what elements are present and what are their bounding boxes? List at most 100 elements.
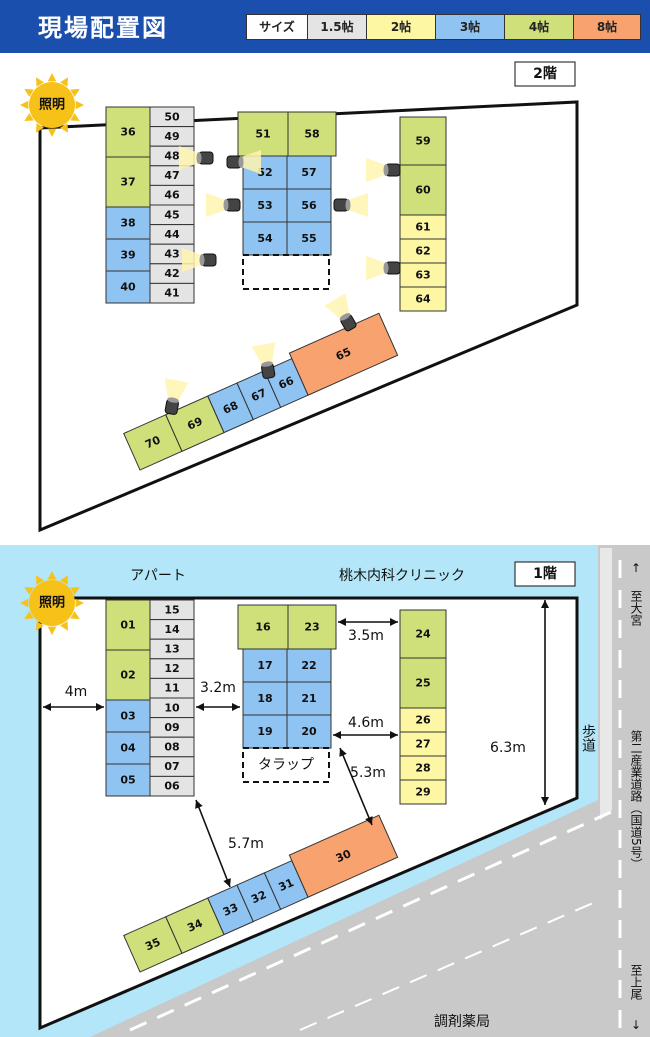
floor1-unit-29-label: 29 [415,786,430,799]
legend-item-2: 2帖 [367,15,436,39]
floor2-unit-50-label: 50 [164,110,180,123]
floor1-label-box [514,561,576,587]
floor2-sun-ray [60,77,68,87]
floor2-unit-40: 40 [105,270,151,304]
floor1-unit-03-box [105,699,151,733]
floor2-unit-57: 57 [286,155,332,190]
floor1-unit-32-label: 32 [249,888,268,906]
floor2-lamp-7-beam [366,256,386,280]
floor1-unit-14: 14 [149,619,195,640]
dist-32m-arrow-head-1 [196,703,204,711]
floor2-lamp-5 [182,248,217,272]
floor1-sun: 照明 [20,571,84,635]
floor2-unit-43-label: 43 [164,248,179,261]
floor1-unit-35-label: 35 [143,935,162,953]
floor2-unit-64: 64 [399,286,447,312]
floor1-unit-02: 02 [105,649,151,701]
floor1-sun-label: 照明 [39,596,65,611]
floor1-unit-05: 05 [105,763,151,797]
floor2-label: 2階 [533,65,557,82]
legend-item-size: サイズ [247,15,308,39]
floor1-unit-05-label: 05 [120,774,135,787]
floor1-unit-17: 17 [242,648,288,683]
floor2-unit-65-label: 65 [334,345,353,363]
floor2-unit-53: 53 [242,188,288,223]
floor2-unit-47: 47 [149,165,195,186]
floor2-sun-ray [47,73,57,82]
floor2-unit-39-label: 39 [120,249,135,262]
floor1-unit-03-label: 03 [120,710,135,723]
floor2-lamp-1-lens [196,152,202,164]
floor2-unit-60: 60 [399,164,447,216]
floor1-unit-07-label: 07 [164,760,179,773]
floor2-sun-ray [60,123,68,133]
floor2-lamp-6-beam [366,158,386,182]
page-title: 現場配置図 [38,14,168,42]
dist-57m-arrow-head-0 [223,878,231,887]
floor2-lamp-6 [366,158,401,182]
floor2-unit-37: 37 [105,156,151,208]
floor2-unit-48-label: 48 [164,150,179,163]
legend-item-3: 3帖 [436,15,505,39]
floor1-unit-27-label: 27 [415,738,430,751]
floor2-sun: 照明 [20,73,84,137]
direction-bottom-label: 至上尾 [629,964,643,1000]
floor2-unit-68-label: 68 [221,399,240,417]
floor1-unit-31-label: 31 [277,876,296,894]
floor1-unit-21-label: 21 [301,692,316,705]
floor1-unit-29-box [399,779,447,805]
floor1-unit-06-label: 06 [164,780,180,793]
floor2-lamp-8 [324,293,357,332]
floor1-sun-ray [24,587,34,595]
floor2-unit-67-label: 67 [249,386,268,404]
floor2-lamp-8-lens [339,313,351,321]
floor2-unit-63: 63 [399,262,447,288]
floor2-sun-ray [70,89,80,97]
floor1-unit-15: 15 [149,599,195,621]
floor1-unit-26: 26 [399,707,447,733]
floor1-unit-17-label: 17 [257,659,272,672]
dist-32m-arrow [196,703,240,711]
floor2-sun-ray [24,89,34,97]
floor2-unit-37-label: 37 [120,176,135,189]
floor2-lamp-2 [226,150,261,174]
dist-35m-arrow-head-1 [338,618,346,626]
floor2-sun-label: 照明 [39,98,65,113]
floor2-unit-40-label: 40 [120,281,136,294]
floor2-unit-63-box [399,262,447,288]
floor1-unit-26-box [399,707,447,733]
floor2-unit-53-label: 53 [257,199,272,212]
floor2-unit-56-label: 56 [301,199,317,212]
dist-35m: 3.5m [348,628,384,644]
road [90,545,650,1037]
floor2-lamp-7-lens [383,262,389,274]
floor1-sun-ray [70,587,80,595]
floor2-sun-ray [20,100,29,110]
floor1-unit-09-label: 09 [164,721,179,734]
floor1-unit-25: 25 [399,657,447,709]
dist-4m-arrow [43,703,104,711]
dist-57m-arrow [195,799,231,888]
sidewalk-label: 歩道 [580,724,596,753]
floor1-unit-24-box [399,609,447,659]
floor1-sun-ray [47,626,57,635]
floor1-unit-09: 09 [149,717,195,738]
dist-53m: 5.3m [350,765,386,781]
floor2-unit-62: 62 [399,238,447,264]
floor2-unit-58-label: 58 [304,128,319,141]
floor2-unit-54-box [242,221,288,256]
floor1-unit-02-label: 02 [120,669,135,682]
legend-item-8: 8帖 [574,15,640,39]
floor2-unit-44-label: 44 [164,228,180,241]
floor1-unit-16-label: 16 [255,621,271,634]
floor1-unit-07: 07 [149,756,195,777]
floor2-lamp-8-beam [324,293,350,320]
floor2-unit-39: 39 [105,238,151,272]
floor1-sun-ray [60,621,68,631]
floor2-sun-ray [47,128,57,137]
down-arrow-icon: ↓ [631,1018,641,1032]
floor2-unit-58-box [287,111,337,157]
road-lane-line [299,899,601,1031]
